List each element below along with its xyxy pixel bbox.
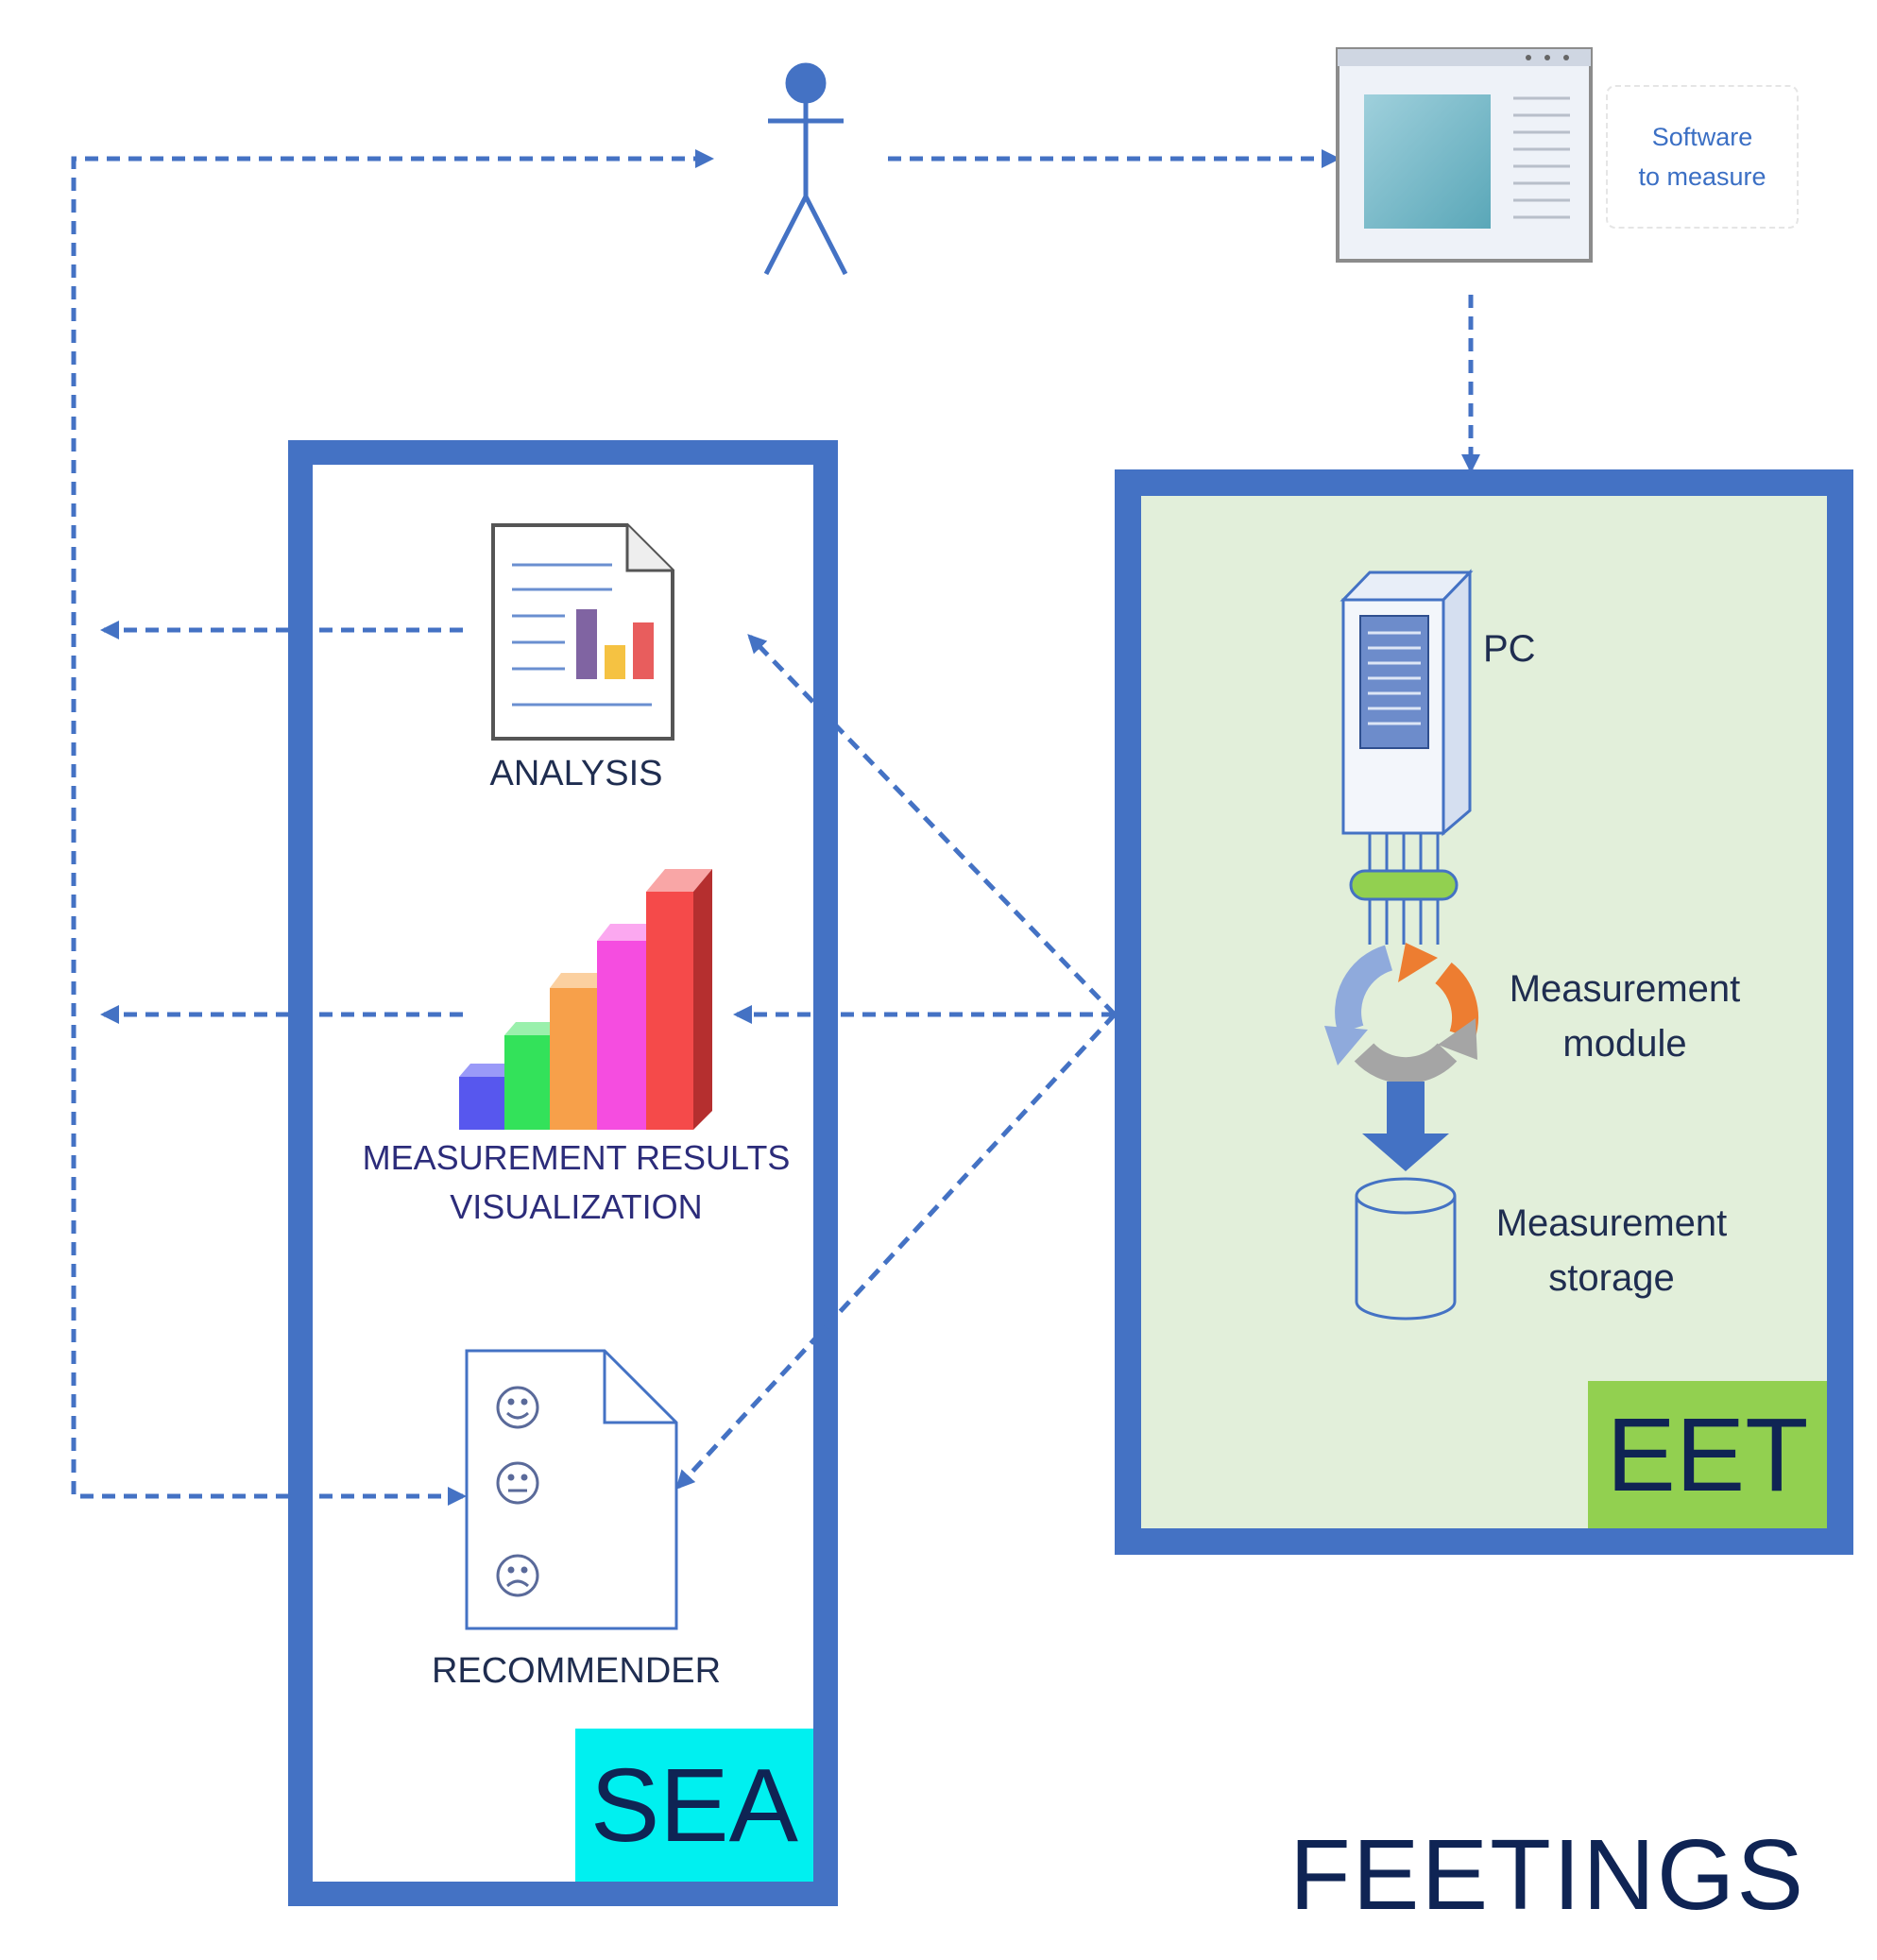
feedback-arrow: [71, 149, 714, 1506]
neutral-face-icon: [496, 1461, 539, 1505]
down-arrow-icon: [1362, 1082, 1449, 1171]
measurement-storage-label: Measurement storage: [1470, 1196, 1753, 1305]
storage-cylinder-icon: [1355, 1177, 1457, 1321]
cycle-arrows-icon: [1324, 943, 1478, 1084]
visualization-label: MEASUREMENT RESULTS VISUALIZATION: [340, 1133, 812, 1232]
storage-label-line2: storage: [1548, 1257, 1675, 1299]
connector-arrows: [71, 149, 1480, 1506]
pc-label: PC: [1483, 628, 1536, 670]
visualization-label-line1: MEASUREMENT RESULTS: [362, 1138, 791, 1177]
analysis-document-icon: [491, 523, 674, 741]
user-icon: [763, 62, 848, 276]
analysis-label: ANALYSIS: [489, 754, 663, 793]
sea-tag: SEA: [575, 1729, 813, 1882]
sad-face-icon: [496, 1554, 539, 1597]
measurement-module-label: Measurement module: [1483, 962, 1766, 1071]
happy-face-icon: [496, 1386, 539, 1429]
eet-frame: [1115, 469, 1853, 1555]
storage-label-line1: Measurement: [1495, 1202, 1728, 1244]
software-note-line2: to measure: [1638, 162, 1766, 191]
recommender-label: RECOMMENDER: [431, 1651, 722, 1691]
module-label-line1: Measurement: [1509, 968, 1741, 1010]
eet-tag: EET: [1588, 1381, 1827, 1528]
pc-tower-icon: [1339, 569, 1474, 945]
pc-connector: [1349, 869, 1459, 901]
eet-to-analysis-arrow: [747, 634, 1117, 1016]
brand-title: FEETINGS: [1289, 1819, 1806, 1931]
software-window-icon: [1336, 47, 1593, 263]
module-label-line2: module: [1562, 1023, 1687, 1065]
visualization-label-line2: VISUALIZATION: [450, 1187, 703, 1226]
software-note: Software to measure: [1606, 85, 1799, 229]
recommender-document-icon: [465, 1349, 678, 1630]
bar-chart-icon: [459, 869, 712, 1130]
software-note-line1: Software: [1651, 123, 1753, 151]
